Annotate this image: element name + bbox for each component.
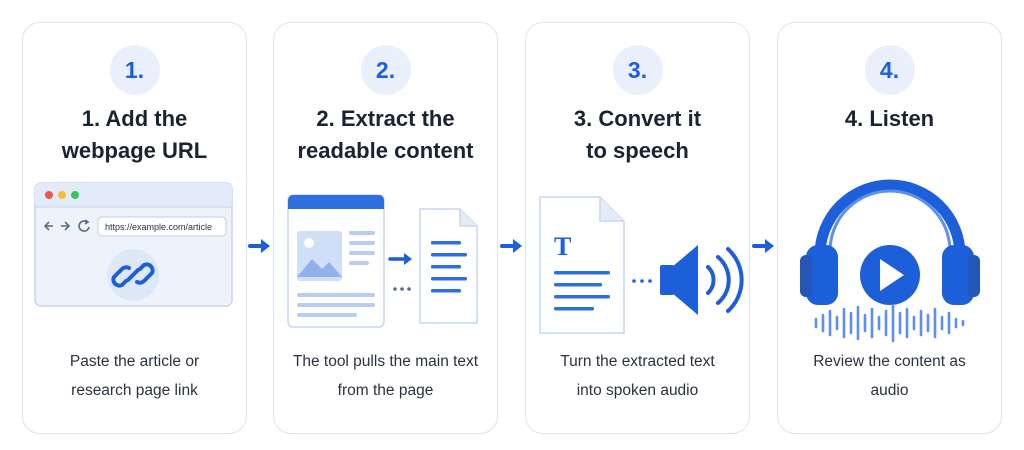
flow-arrow-3: [752, 239, 774, 253]
flow-arrow-1: [248, 239, 270, 253]
forward-arrow-icon: [61, 221, 71, 231]
step-badge-1: 1.: [109, 45, 160, 95]
window-min-dot: [58, 191, 66, 199]
play-icon: [860, 245, 920, 305]
step-description-4: Review the content as audio: [813, 353, 966, 399]
svg-text:T: T: [554, 232, 571, 261]
text-document-icon: T: [539, 196, 625, 334]
back-arrow-icon: [43, 221, 53, 231]
step-card-1: 1. 1. Add the webpage URL https://exampl…: [22, 22, 247, 434]
step-description-1: Paste the article or research page link: [69, 353, 200, 399]
step-description-3: Turn the extracted text into spoken audi…: [560, 353, 715, 399]
link-icon: [111, 262, 155, 288]
step-title-3: 3. Convert it to speech: [573, 106, 702, 163]
step-card-4: 4. 4. Listen: [777, 22, 1002, 434]
window-close-dot: [45, 191, 53, 199]
extract-arrow-icon: [388, 253, 412, 265]
reload-icon: [78, 219, 90, 232]
headphones-play-icon: [800, 179, 980, 343]
step-badge-4: 4.: [864, 45, 915, 95]
text-to-speech-illustration: T: [539, 196, 744, 334]
step-title-2: 2. Extract the readable content: [297, 106, 474, 163]
step-title-1: 1. Add the webpage URL: [61, 106, 208, 163]
step-badge-2: 2.: [360, 45, 411, 95]
browser-illustration: [34, 182, 233, 307]
step-description-2: The tool pulls the main text from the pa…: [292, 353, 479, 399]
step-card-2: 2. 2. Extract the readable content The t…: [273, 22, 498, 434]
step-badge-3: 3.: [612, 45, 663, 95]
sound-wave-icon: [814, 303, 965, 343]
document-extract-icon: [287, 194, 478, 328]
step-card-3: 3. 3. Convert it to speech T Turn the ex…: [525, 22, 750, 434]
step-title-4: 4. Listen: [844, 106, 935, 131]
window-max-dot: [71, 191, 79, 199]
flow-arrow-2: [500, 239, 522, 253]
url-text: https://example.com/article: [105, 222, 213, 232]
speaker-icon: [660, 245, 744, 315]
